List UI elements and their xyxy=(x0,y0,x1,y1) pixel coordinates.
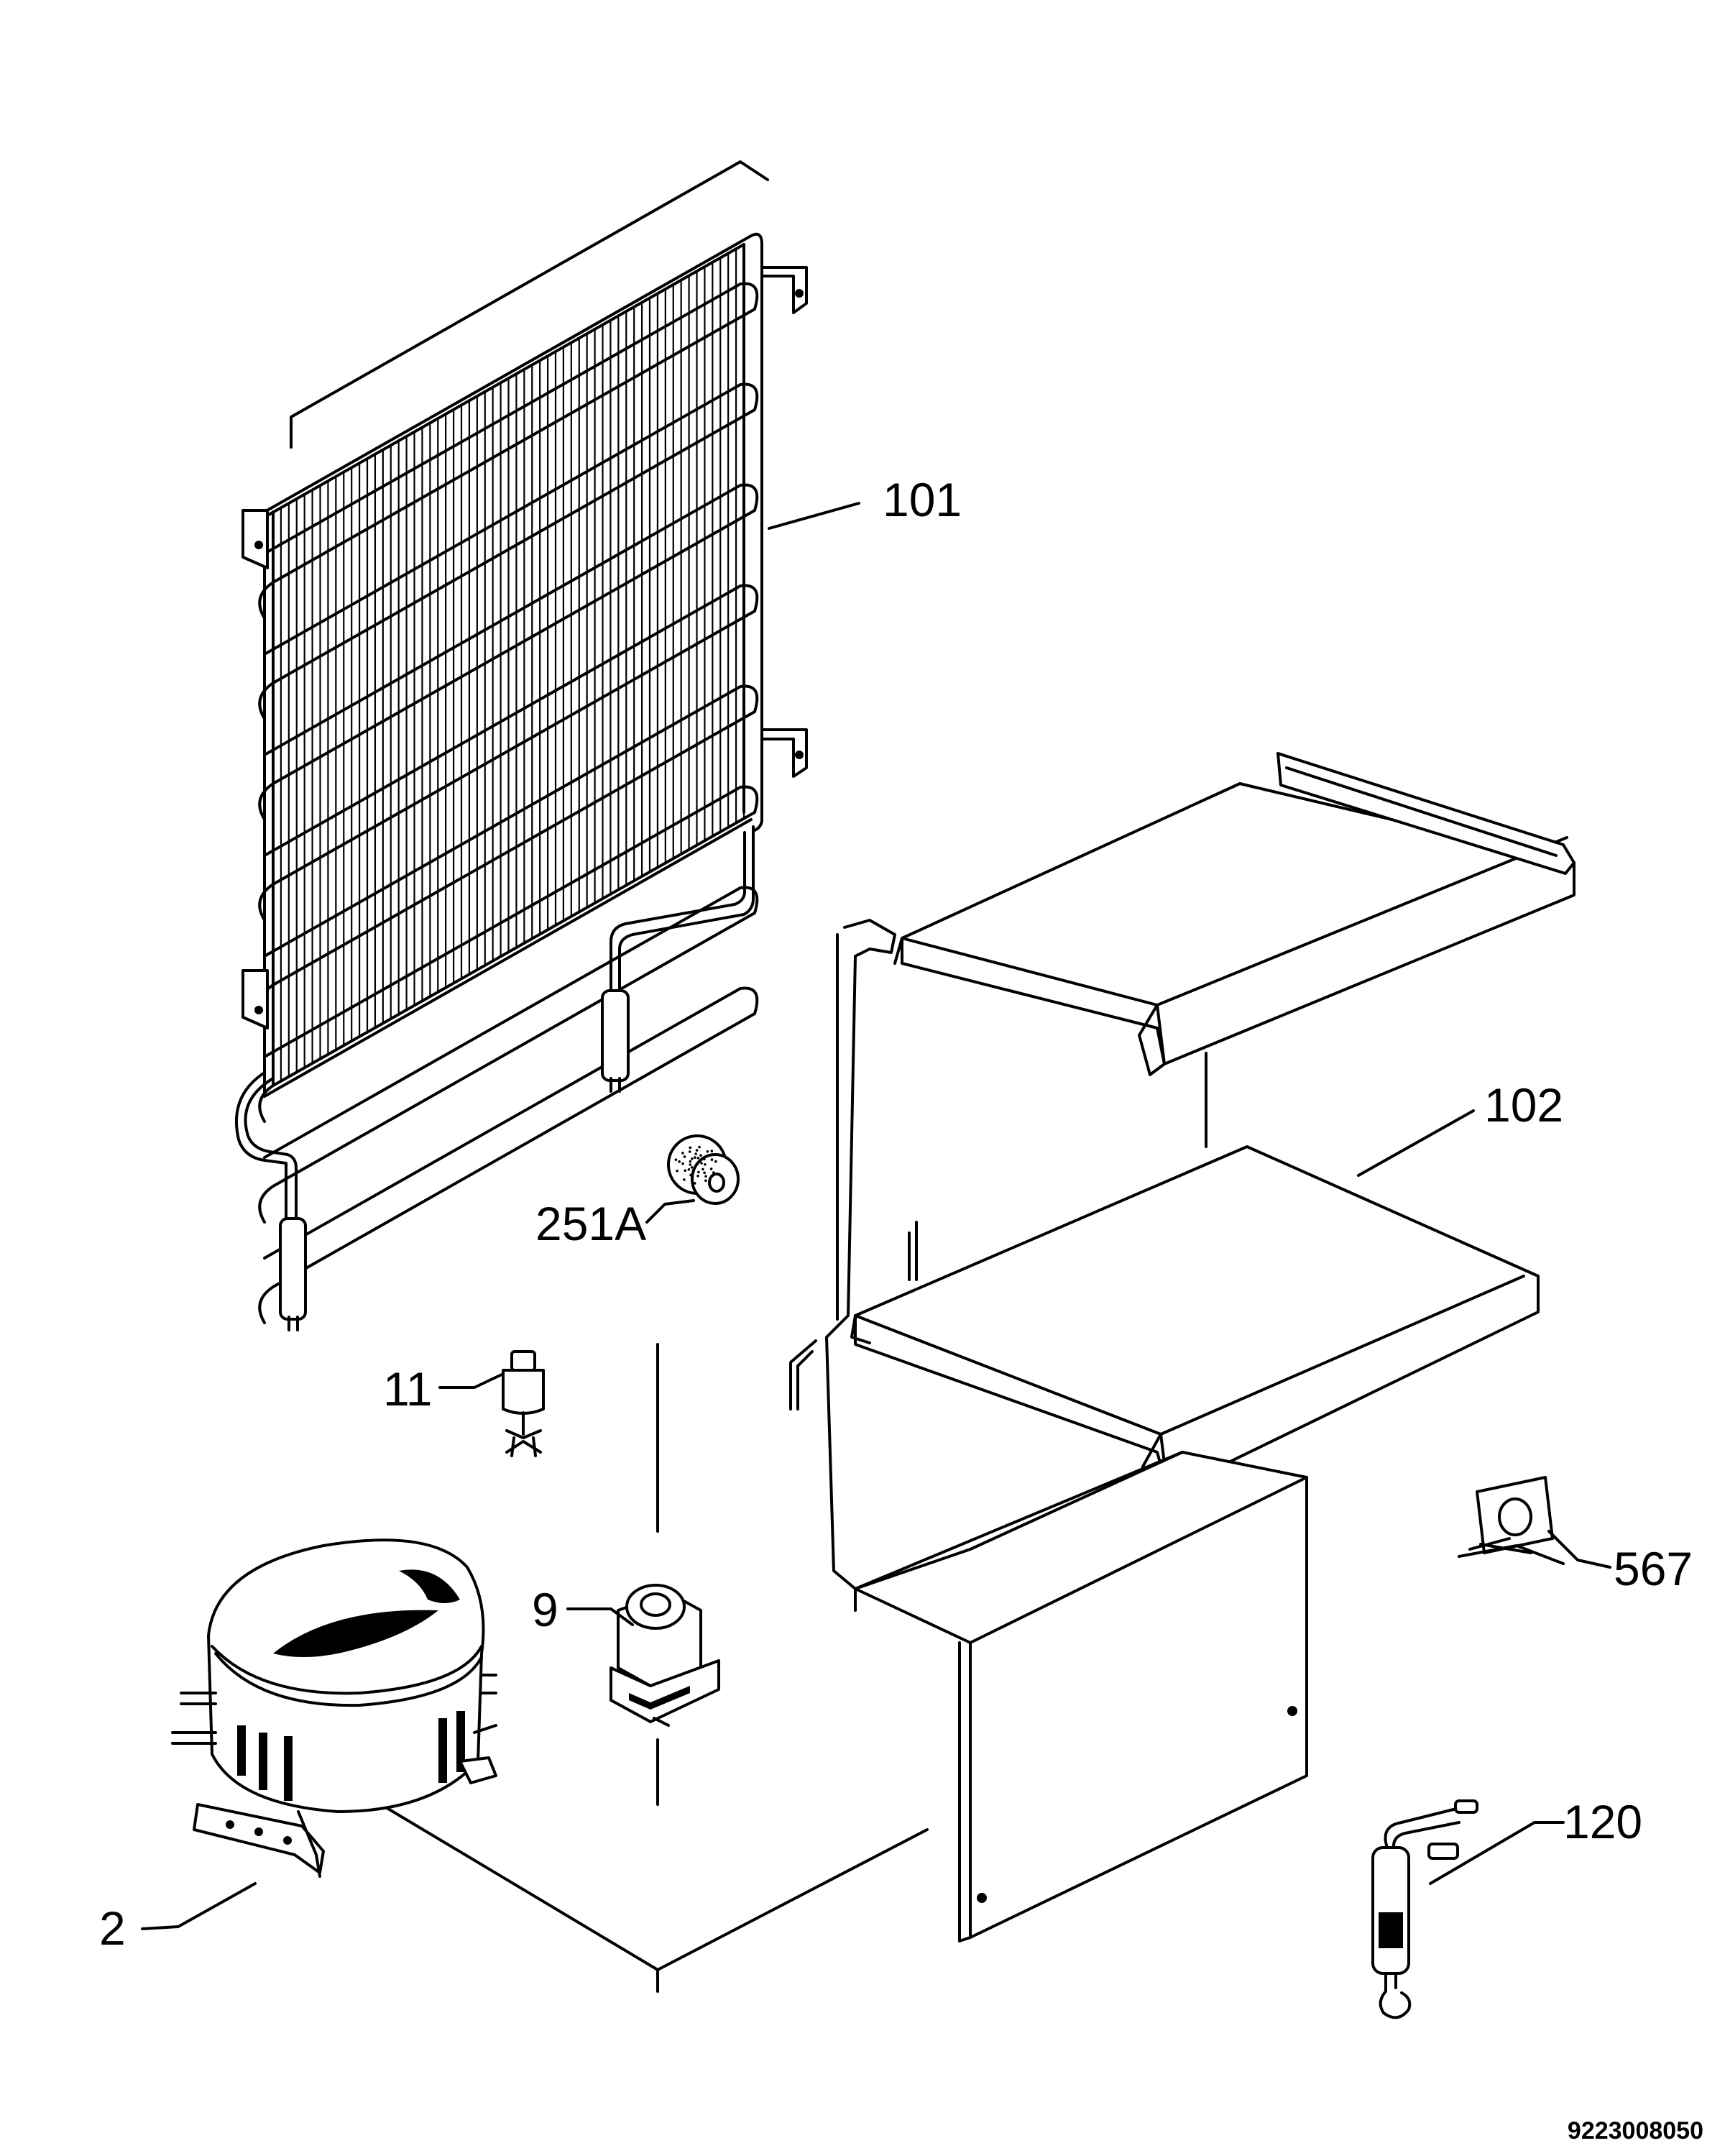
dryer-part[interactable] xyxy=(1371,1799,1478,2019)
leader-line-567 xyxy=(1547,1530,1611,1569)
leader-line-11 xyxy=(438,1373,503,1389)
shelf-frame-part[interactable] xyxy=(380,752,1576,1993)
grommet-part[interactable] xyxy=(667,1134,740,1205)
valve-part[interactable] xyxy=(502,1350,545,1457)
leader-line-251A xyxy=(645,1199,695,1224)
compressor-part[interactable] xyxy=(171,1538,497,1878)
relay-part[interactable] xyxy=(610,1584,720,1727)
label-101: 101 xyxy=(883,473,962,526)
clip-part[interactable] xyxy=(1458,1476,1565,1565)
leader-line-2 xyxy=(141,1882,257,1930)
leader-line-9 xyxy=(566,1607,634,1626)
label-567: 567 xyxy=(1614,1542,1693,1595)
label-2: 2 xyxy=(99,1902,126,1955)
condenser-part[interactable] xyxy=(235,160,808,1331)
label-102: 102 xyxy=(1484,1078,1563,1132)
leader-line-102 xyxy=(1357,1109,1475,1177)
label-9: 9 xyxy=(532,1583,558,1636)
drawing-code: 9223008050 xyxy=(1568,2117,1703,2144)
label-251A: 251A xyxy=(535,1197,646,1250)
label-11: 11 xyxy=(383,1362,433,1416)
label-120: 120 xyxy=(1563,1795,1642,1848)
leader-line-120 xyxy=(1429,1821,1565,1885)
leader-line-101 xyxy=(768,502,860,530)
